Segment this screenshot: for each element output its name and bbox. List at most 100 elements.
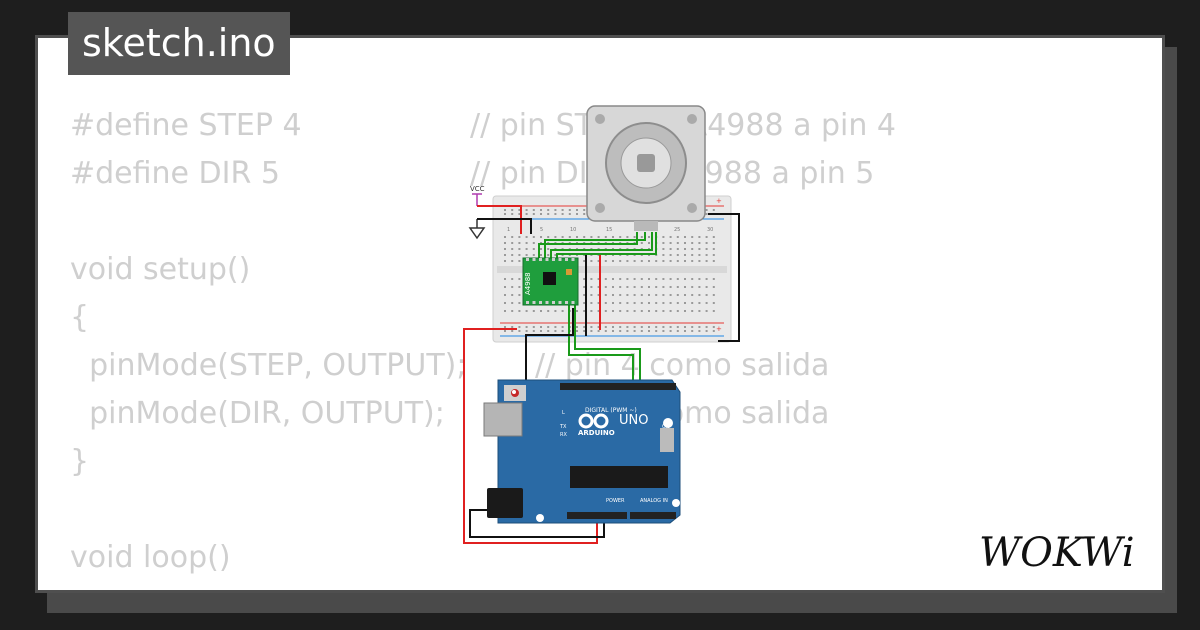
breadboard-hole	[511, 213, 514, 215]
breadboard-hole	[504, 248, 506, 250]
breadboard-hole	[648, 260, 650, 262]
breadboard-hole	[511, 236, 514, 238]
breadboard-hole	[504, 286, 506, 288]
breadboard-hole	[712, 242, 715, 244]
code-line: void loop()	[70, 540, 231, 575]
breadboard-hole	[576, 209, 578, 211]
breadboard-hole	[698, 260, 701, 262]
breadboard-hole	[684, 242, 686, 244]
breadboard-hole	[640, 242, 643, 244]
breadboard-hole	[597, 236, 600, 238]
breadboard-hole	[532, 326, 535, 328]
breadboard-hole	[712, 236, 715, 238]
svg-text:A4988: A4988	[524, 272, 532, 295]
breadboard-hole	[662, 294, 665, 296]
breadboard-hole	[705, 294, 708, 296]
breadboard-col-label: 30	[707, 227, 713, 233]
breadboard-hole	[583, 294, 586, 296]
breadboard-hole	[626, 310, 629, 312]
driver-pin	[552, 301, 555, 304]
driver-pin	[565, 301, 568, 304]
file-title-tab[interactable]: sketch.ino	[68, 12, 290, 75]
breadboard-hole	[655, 294, 658, 296]
breadboard-hole	[633, 330, 636, 332]
breadboard-hole	[669, 236, 672, 238]
breadboard-hole	[676, 260, 679, 262]
breadboard-hole	[705, 330, 708, 332]
breadboard-hole	[640, 302, 643, 304]
breadboard-hole	[518, 310, 521, 312]
breadboard-hole	[590, 330, 593, 332]
breadboard-hole	[525, 236, 528, 238]
breadboard-hole	[669, 248, 672, 250]
driver-pin	[532, 258, 536, 261]
arduino-uno-board[interactable]: DIGITAL (PWM ~) UNO ARDUINO TX RX L ON P…	[483, 379, 681, 524]
breadboard-hole	[684, 294, 686, 296]
a4988-driver: A4988	[522, 257, 579, 306]
svg-text:WOKWi: WOKWi	[979, 530, 1135, 576]
breadboard-hole	[568, 213, 571, 215]
breadboard-hole	[518, 209, 521, 211]
breadboard-hole	[626, 236, 629, 238]
breadboard-hole	[518, 213, 521, 215]
breadboard-hole	[705, 242, 708, 244]
breadboard-hole	[597, 326, 600, 328]
breadboard-hole	[640, 286, 643, 288]
breadboard-hole	[712, 254, 715, 256]
driver-pin	[539, 301, 542, 304]
breadboard-hole	[640, 330, 643, 332]
breadboard-hole	[554, 330, 557, 332]
breadboard-hole	[576, 236, 578, 238]
breadboard-hole	[518, 326, 521, 328]
breadboard-hole	[633, 310, 636, 312]
driver-pin	[552, 258, 555, 261]
breadboard-hole	[648, 302, 650, 304]
ground-symbol	[468, 219, 486, 240]
driver-pin	[545, 301, 549, 304]
breadboard-hole	[712, 302, 715, 304]
driver-pin	[526, 301, 529, 304]
breadboard-hole	[532, 242, 535, 244]
breadboard-hole	[518, 254, 521, 256]
breadboard-hole	[511, 310, 514, 312]
breadboard-hole	[554, 236, 557, 238]
breadboard-hole	[648, 236, 650, 238]
breadboard-hole	[676, 294, 679, 296]
breadboard-hole	[676, 330, 679, 332]
breadboard-hole	[504, 209, 506, 211]
svg-text:TX: TX	[559, 424, 567, 430]
svg-text:+: +	[716, 325, 722, 333]
breadboard-col-label: 1	[507, 227, 510, 233]
breadboard-hole	[626, 286, 629, 288]
breadboard-hole	[655, 260, 658, 262]
breadboard-hole	[540, 310, 542, 312]
breadboard-hole	[684, 236, 686, 238]
breadboard-hole	[612, 236, 614, 238]
breadboard-hole	[633, 236, 636, 238]
breadboard-hole	[576, 310, 578, 312]
breadboard-hole	[691, 242, 694, 244]
breadboard-hole	[554, 310, 557, 312]
breadboard-hole	[676, 236, 679, 238]
breadboard-hole	[662, 260, 665, 262]
driver-pin	[545, 258, 549, 261]
breadboard-hole	[532, 310, 535, 312]
breadboard-hole	[698, 286, 701, 288]
breadboard-hole	[540, 213, 542, 215]
breadboard-hole	[597, 286, 600, 288]
breadboard-hole	[561, 209, 564, 211]
stepper-motor[interactable]	[586, 105, 706, 231]
breadboard-hole	[511, 286, 514, 288]
breadboard-hole	[604, 326, 607, 328]
breadboard-hole	[518, 236, 521, 238]
breadboard-hole	[511, 302, 514, 304]
breadboard-hole	[684, 260, 686, 262]
breadboard-hole	[547, 209, 550, 211]
breadboard-hole	[662, 242, 665, 244]
breadboard-hole	[597, 260, 600, 262]
breadboard-hole	[705, 248, 708, 250]
driver-pin	[571, 301, 575, 304]
breadboard-hole	[662, 278, 665, 280]
breadboard-hole	[612, 286, 614, 288]
breadboard-hole	[712, 209, 715, 211]
